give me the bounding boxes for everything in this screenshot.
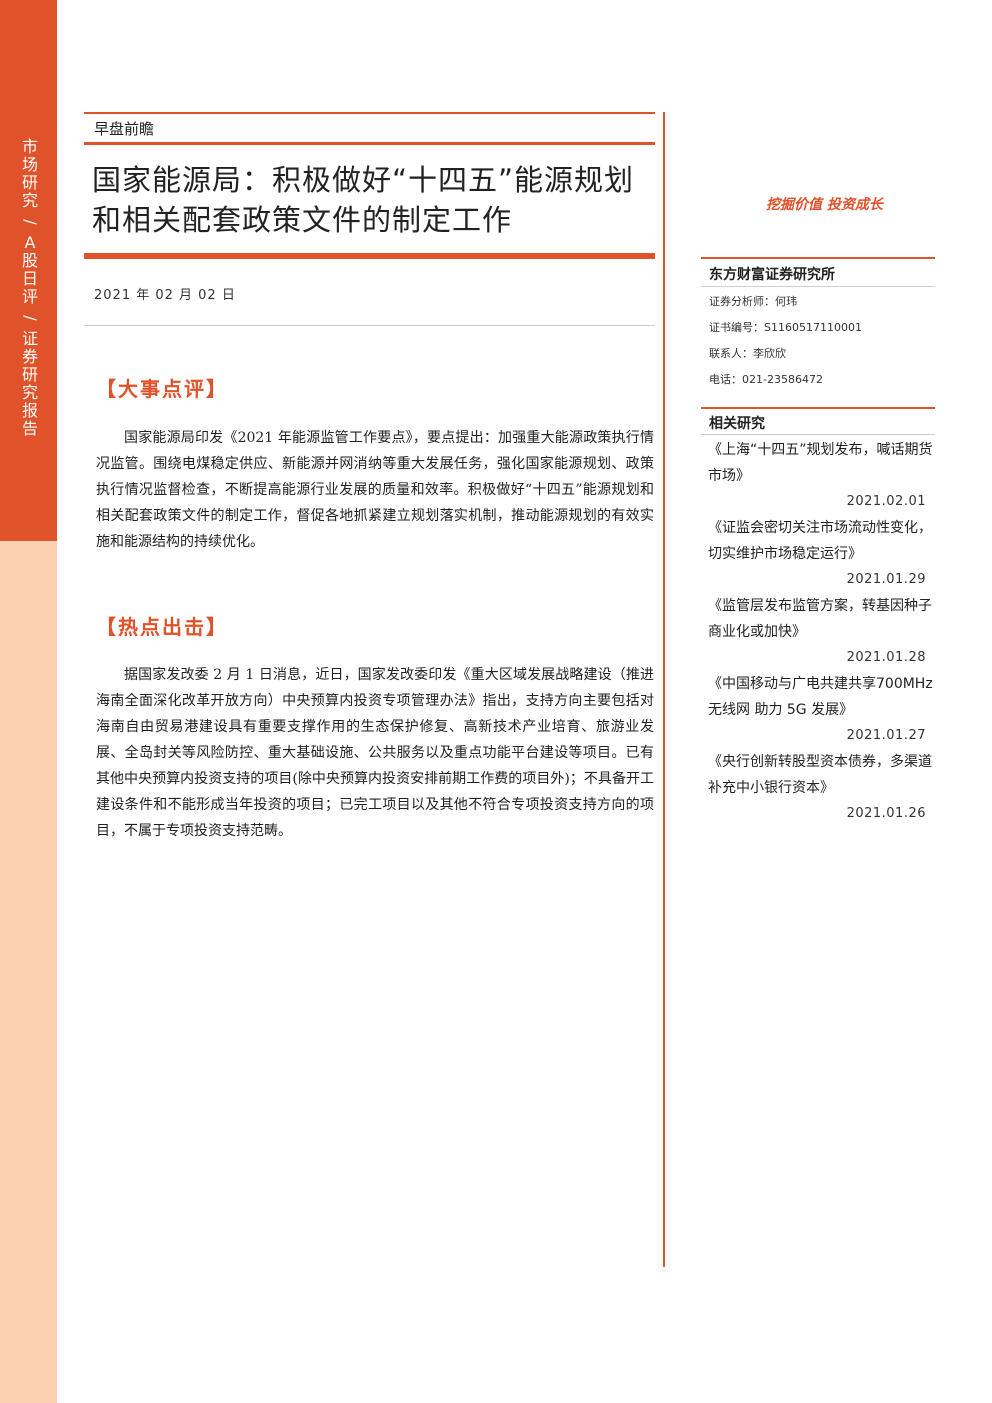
- related-heading: 相关研究: [709, 416, 765, 432]
- section-body: 据国家发改委 2 月 1 日消息，近日，国家发改委印发《重大区域发展战略建设（推…: [96, 667, 654, 839]
- sidebar-segment: 市场研究: [21, 137, 38, 210]
- related-date: 2021.01.27: [846, 728, 926, 743]
- sidebar-band: [0, 0, 57, 541]
- related-link[interactable]: 《监管层发布监管方案，转基因种子商业化或加快》: [708, 598, 932, 640]
- related-link[interactable]: 《中国移动与广电共建共享700MHz 无线网 助力 5G 发展》: [708, 676, 933, 718]
- column-divider: [663, 112, 665, 1267]
- sidebar-band-light: [0, 541, 57, 1403]
- related-link[interactable]: 《央行创新转股型资本债券，多渠道补充中小银行资本》: [708, 754, 932, 796]
- related-link[interactable]: 《上海“十四五”规划发布，喊话期货市场》: [708, 442, 933, 484]
- certificate-line: 证书编号：S1160517110001: [709, 321, 862, 334]
- section-body: 国家能源局印发《2021 年能源监管工作要点》，要点提出：加强重大能源政策执行情…: [96, 430, 654, 550]
- related-underline: [701, 434, 935, 435]
- report-category: 早盘前瞻: [94, 120, 155, 138]
- related-link[interactable]: 《证监会密切关注市场流动性变化，切实维护市场稳定运行》: [708, 520, 932, 562]
- section-heading: 【大事点评】: [96, 377, 228, 401]
- related-date: 2021.01.26: [846, 806, 926, 821]
- phone-line: 电话：021-23586472: [709, 373, 823, 386]
- top-rule: [84, 112, 655, 114]
- title-rule: [84, 253, 655, 259]
- institute-rule: [701, 257, 935, 259]
- institute-name: 东方财富证券研究所: [709, 267, 835, 283]
- sidebar-separator: /: [21, 219, 40, 225]
- category-rule: [84, 142, 655, 145]
- sidebar-segment: 证券研究报告: [21, 329, 38, 438]
- page-title: 国家能源局：积极做好“十四五”能源规划和相关配套政策文件的制定工作: [92, 163, 635, 237]
- contact-line: 联系人：李欣欣: [709, 347, 786, 360]
- slogan: 挖掘价值 投资成长: [766, 197, 883, 213]
- sidebar-label: 市场研究 / A股日评 / 证券研究报告: [20, 138, 40, 438]
- divider: [84, 325, 655, 326]
- related-date: 2021.02.01: [846, 494, 926, 509]
- sidebar-segment: A股日评: [21, 233, 38, 306]
- report-date: 2021 年 02 月 02 日: [94, 288, 236, 303]
- section-heading: 【热点出击】: [96, 615, 228, 639]
- analyst-line: 证券分析师：何玮: [709, 295, 797, 308]
- related-rule: [701, 407, 935, 409]
- institute-underline: [701, 286, 935, 287]
- sidebar-separator: /: [21, 315, 40, 321]
- related-date: 2021.01.29: [846, 572, 926, 587]
- related-date: 2021.01.28: [846, 650, 926, 665]
